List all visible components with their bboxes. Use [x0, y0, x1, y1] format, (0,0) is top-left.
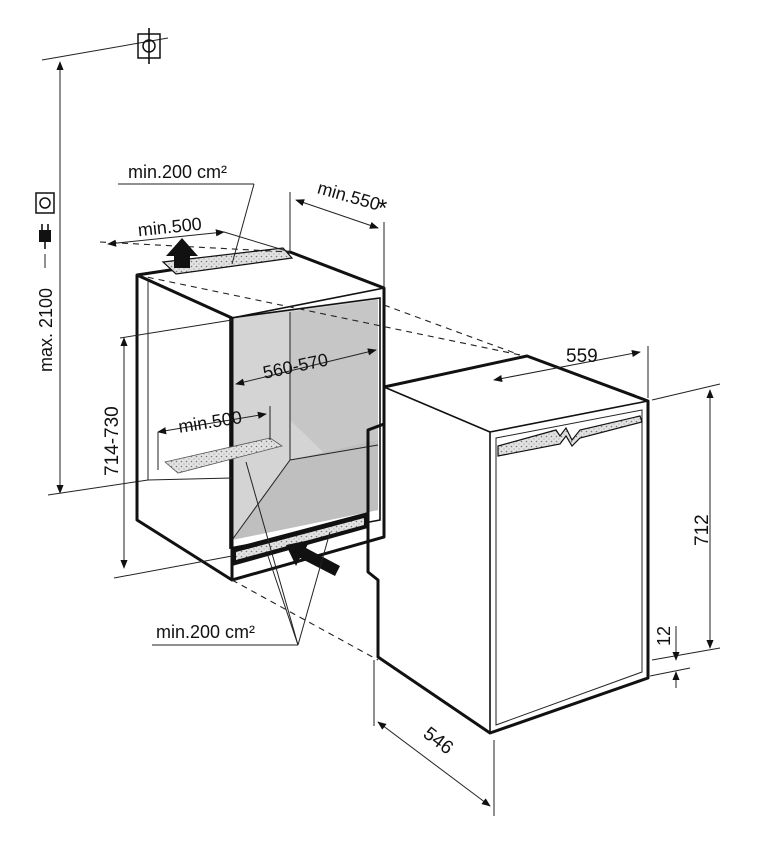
appliance-height-label: 712 [692, 514, 713, 546]
power-socket-icon [35, 192, 55, 214]
inner-vent-grille [164, 437, 283, 474]
depth-top-label: min.550 [315, 178, 382, 215]
bottom-vent-grille [236, 518, 364, 560]
top-width-dimension: min.500 [107, 214, 291, 253]
niche-height-label: 714-730 [102, 406, 123, 476]
plinth-dimension: 12 [649, 626, 691, 688]
top-vent-callout: min.200 cm² [118, 162, 255, 265]
appliance-height-dimension: 712 [651, 383, 721, 661]
top-width-label: min.500 [137, 214, 203, 241]
top-vent-grille [161, 247, 294, 275]
niche-height-dimension: 714-730 [102, 319, 233, 579]
bottom-vent-callout: min.200 cm² [152, 461, 331, 646]
appliance-depth-label: 546 [419, 723, 457, 759]
appliance-width-label: 559 [566, 346, 598, 367]
appliance-body [366, 354, 650, 735]
appliance-depth-dimension: 546 [373, 660, 495, 816]
max-height-dimension: max. 2100 [36, 61, 149, 496]
power-plug-icon [39, 224, 51, 268]
niche-cabinet [135, 247, 386, 582]
plinth-label: 12 [654, 626, 674, 646]
bottom-vent-label: min.200 cm² [156, 622, 255, 642]
max-height-label: max. 2100 [36, 288, 56, 372]
top-vent-label: min.200 cm² [128, 162, 227, 182]
ground-symbol-icon [41, 28, 169, 64]
asterisk-mark: * [378, 195, 387, 222]
airflow-arrow-icon [166, 238, 340, 576]
appliance-width-dimension: 559 [493, 346, 649, 398]
door-handle-grille [497, 415, 643, 457]
projection-lines [99, 241, 521, 661]
